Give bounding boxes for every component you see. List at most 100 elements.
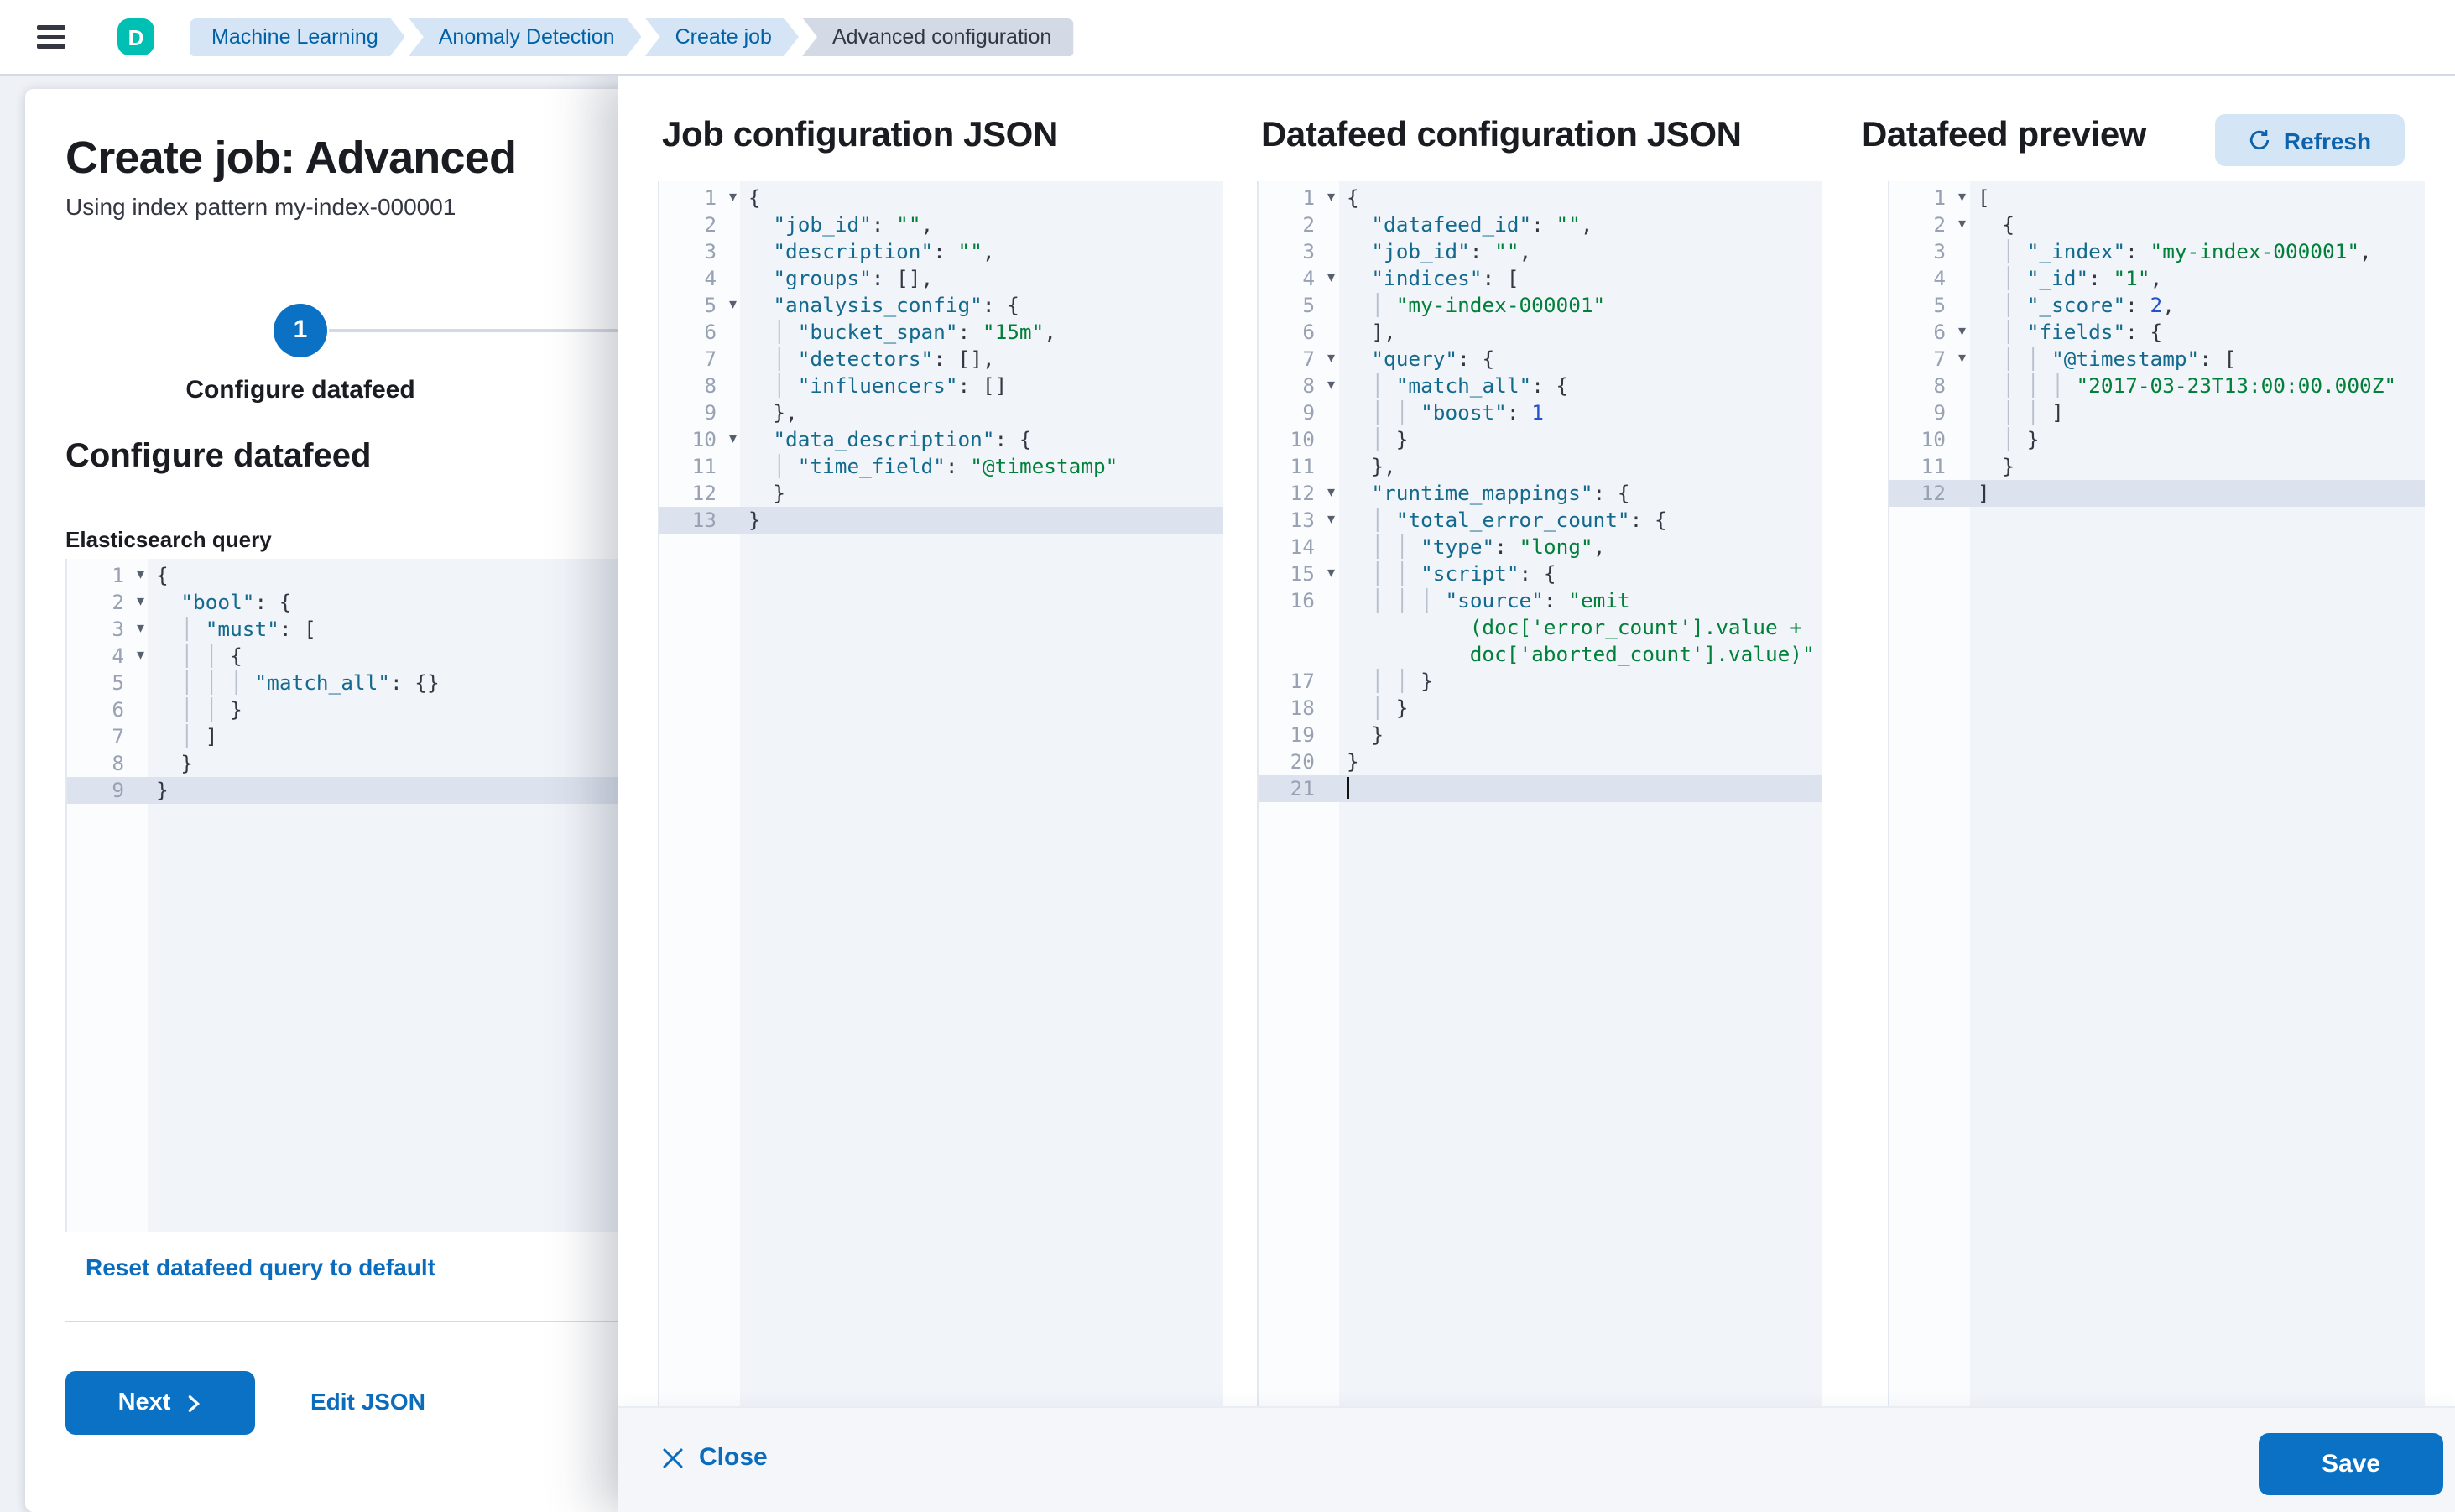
job-config-editor[interactable]: 1▾{2 "job_id": "",3 "description": "",4 …	[658, 181, 1223, 1482]
code-line[interactable]: 12▾ "runtime_mappings": {	[1258, 480, 1822, 507]
code-line[interactable]: 3 "description": "",	[659, 238, 1223, 265]
fold-arrow-icon[interactable]: ▾	[136, 648, 144, 665]
refresh-button[interactable]: Refresh	[2214, 114, 2404, 166]
close-button[interactable]: Close	[660, 1443, 768, 1472]
code-line[interactable]: 2▾ {	[1889, 211, 2424, 238]
code-line[interactable]: 20}	[1258, 748, 1822, 775]
code-line[interactable]: 4 "groups": [],	[659, 265, 1223, 292]
code-line[interactable]: 2 "job_id": "",	[659, 211, 1223, 238]
code-line[interactable]: 3▾ │ "must": [	[67, 616, 871, 643]
code-line[interactable]: 2▾ "bool": {	[67, 589, 871, 616]
line-number: 7▾	[1933, 347, 1966, 371]
code-line[interactable]: 5 │ "my-index-000001"	[1258, 292, 1822, 319]
code-line[interactable]: 17 │ │ }	[1258, 668, 1822, 695]
code-line[interactable]: 6▾ │ "fields": {	[1889, 319, 2424, 346]
breadcrumb-item[interactable]: Machine Learning	[190, 18, 405, 56]
fold-arrow-icon[interactable]: ▾	[1327, 378, 1335, 394]
fold-arrow-icon[interactable]: ▾	[1327, 485, 1335, 502]
code-line[interactable]: 5 │ "_score": 2,	[1889, 292, 2424, 319]
code-line[interactable]: 1▾[	[1889, 185, 2424, 211]
code-line[interactable]: 1▾{	[67, 562, 871, 589]
line-number: 11	[691, 455, 717, 478]
code-line[interactable]: 4 │ "_id": "1",	[1889, 265, 2424, 292]
fold-arrow-icon[interactable]: ▾	[1327, 566, 1335, 582]
code-line[interactable]: 9 │ │ ]	[1889, 399, 2424, 426]
code-line[interactable]: 1▾{	[659, 185, 1223, 211]
code-line[interactable]: 8 │ "influencers": []	[659, 373, 1223, 399]
fold-arrow-icon[interactable]: ▾	[1957, 190, 1966, 206]
section-heading: Configure datafeed	[65, 438, 372, 475]
line-number: 12	[691, 482, 717, 505]
code-line[interactable]: 8 │ │ │ "2017-03-23T13:00:00.000Z"	[1889, 373, 2424, 399]
code-line[interactable]: 10 │ }	[1258, 426, 1822, 453]
fold-arrow-icon[interactable]: ▾	[728, 190, 737, 206]
fold-arrow-icon[interactable]: ▾	[1957, 324, 1966, 341]
fold-arrow-icon[interactable]: ▾	[136, 621, 144, 638]
code-line[interactable]: 8▾ │ "match_all": {	[1258, 373, 1822, 399]
code-line[interactable]: (doc['error_count'].value +	[1258, 614, 1822, 641]
breadcrumb-item[interactable]: Anomaly Detection	[409, 18, 642, 56]
code-line[interactable]: 6 │ │ }	[67, 696, 871, 723]
step-1-indicator[interactable]: 1	[274, 303, 327, 357]
code-text: │ │ "type": "long",	[1371, 535, 1606, 559]
code-line[interactable]: 4▾ "indices": [	[1258, 265, 1822, 292]
avatar[interactable]: D	[117, 18, 154, 55]
fold-arrow-icon[interactable]: ▾	[1327, 190, 1335, 206]
code-line[interactable]: 9 },	[659, 399, 1223, 426]
code-line[interactable]: 14 │ │ "type": "long",	[1258, 534, 1822, 560]
code-line[interactable]: 4▾ │ │ {	[67, 643, 871, 670]
code-line[interactable]: 5 │ │ │ "match_all": {}	[67, 670, 871, 696]
fold-arrow-icon[interactable]: ▾	[728, 431, 737, 448]
code-line[interactable]: 16 │ │ │ "source": "emit	[1258, 587, 1822, 614]
code-line[interactable]: 13▾ │ "total_error_count": {	[1258, 507, 1822, 534]
fold-arrow-icon[interactable]: ▾	[1957, 216, 1966, 233]
reset-datafeed-query-link[interactable]: Reset datafeed query to default	[86, 1254, 435, 1280]
code-line[interactable]: doc['aborted_count'].value)"	[1258, 641, 1822, 668]
save-button[interactable]: Save	[2259, 1433, 2443, 1495]
fold-arrow-icon[interactable]: ▾	[1957, 351, 1966, 368]
code-text: │ │ │ "2017-03-23T13:00:00.000Z"	[2002, 374, 2397, 398]
fold-arrow-icon[interactable]: ▾	[136, 567, 144, 584]
line-number: 8▾	[1302, 374, 1335, 398]
code-text: │ "influencers": []	[773, 374, 1008, 398]
next-button[interactable]: Next	[65, 1371, 255, 1435]
code-line[interactable]: 10▾ "data_description": {	[659, 426, 1223, 453]
fold-arrow-icon[interactable]: ▾	[1327, 512, 1335, 529]
code-line[interactable]: 11 },	[1258, 453, 1822, 480]
code-line[interactable]: 18 │ }	[1258, 695, 1822, 722]
code-line[interactable]: 10 │ }	[1889, 426, 2424, 453]
code-line[interactable]: 19 }	[1258, 722, 1822, 748]
code-line[interactable]: 7▾ │ │ "@timestamp": [	[1889, 346, 2424, 373]
code-line[interactable]: 6 ],	[1258, 319, 1822, 346]
fold-arrow-icon[interactable]: ▾	[728, 297, 737, 314]
code-line[interactable]: 3 │ "_index": "my-index-000001",	[1889, 238, 2424, 265]
code-line[interactable]: 6 │ "bucket_span": "15m",	[659, 319, 1223, 346]
code-line[interactable]: 7 │ "detectors": [],	[659, 346, 1223, 373]
code-line[interactable]: 5▾ "analysis_config": {	[659, 292, 1223, 319]
code-line[interactable]: 11 }	[1889, 453, 2424, 480]
code-line[interactable]: 1▾{	[1258, 185, 1822, 211]
fold-arrow-icon[interactable]: ▾	[136, 594, 144, 611]
code-line[interactable]: 9 │ │ "boost": 1	[1258, 399, 1822, 426]
fold-arrow-icon[interactable]: ▾	[1327, 270, 1335, 287]
code-line[interactable]: 15▾ │ │ "script": {	[1258, 560, 1822, 587]
breadcrumb-item[interactable]: Create job	[645, 18, 799, 56]
datafeed-preview-editor[interactable]: 1▾[2▾ {3 │ "_index": "my-index-000001",4…	[1887, 181, 2424, 1482]
code-text: │ │ {	[180, 644, 242, 668]
code-text: │ "time_field": "@timestamp"	[773, 455, 1118, 478]
code-line[interactable]: 3 "job_id": "",	[1258, 238, 1822, 265]
code-line[interactable]: 11 │ "time_field": "@timestamp"	[659, 453, 1223, 480]
code-line[interactable]: 12]	[1889, 480, 2424, 507]
fold-arrow-icon[interactable]: ▾	[1327, 351, 1335, 368]
code-line[interactable]: 13}	[659, 507, 1223, 534]
code-line[interactable]: 7 │ ]	[67, 723, 871, 750]
code-line[interactable]: 21	[1258, 775, 1822, 802]
code-text: │ "fields": {	[2002, 321, 2163, 344]
code-line[interactable]: 2 "datafeed_id": "",	[1258, 211, 1822, 238]
code-line[interactable]: 12 }	[659, 480, 1223, 507]
hamburger-menu-icon[interactable]	[18, 0, 82, 75]
edit-json-button[interactable]: Edit JSON	[310, 1388, 425, 1415]
code-line[interactable]: 8 }	[67, 750, 871, 777]
code-line[interactable]: 7▾ "query": {	[1258, 346, 1822, 373]
datafeed-config-editor[interactable]: 1▾{2 "datafeed_id": "",3 "job_id": "",4▾…	[1256, 181, 1822, 1482]
